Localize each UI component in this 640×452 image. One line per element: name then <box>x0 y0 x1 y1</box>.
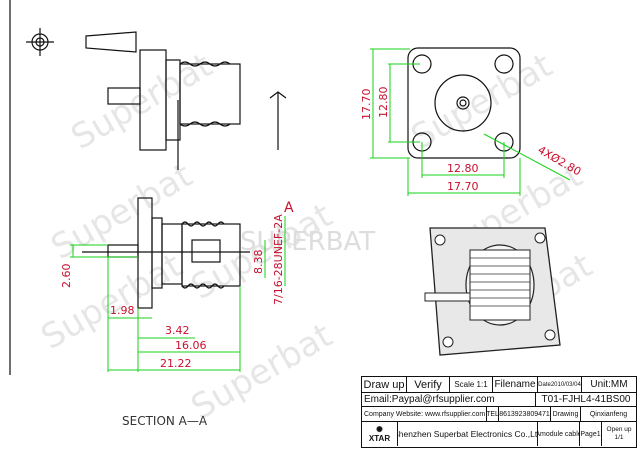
side-view <box>107 49 287 170</box>
filename-label: Filename <box>493 377 538 392</box>
watermark: Superbat <box>405 45 560 157</box>
dim-inner-dia: 8.38 <box>252 250 265 275</box>
dim-overall-length: 21.22 <box>160 357 192 370</box>
scale: Scale 1:1 <box>450 377 493 392</box>
date: Date2010/03/04 <box>538 377 582 392</box>
tel: 8613923809471 <box>499 407 551 421</box>
dim-flange-width: 17.70 <box>447 180 479 193</box>
open-up-label: Open up <box>606 426 632 433</box>
watermark: Superbat <box>65 45 220 157</box>
watermark: Superbat <box>45 155 200 267</box>
dim-hole-spacing-v: 12.80 <box>377 87 390 119</box>
watermark-logo: SUPERBAT <box>240 227 375 257</box>
xtar-logo: ✺XTAR <box>362 422 398 446</box>
section-label: SECTION A—A <box>122 414 208 428</box>
drawing-label: Drawing <box>551 407 581 421</box>
dim-thread: 7/16-28UNEF-2A <box>272 214 285 305</box>
verify-label: Verify <box>407 377 450 392</box>
dim-body-step: 3.42 <box>165 324 190 337</box>
watermark: Superbat <box>185 315 340 427</box>
section-view <box>82 197 250 309</box>
dim-flange-height: 17.70 <box>360 89 373 121</box>
dim-body-length: 16.06 <box>175 339 207 352</box>
company-name: Shenzhen Superbat Electronics Co.,Ltd <box>398 422 538 446</box>
page: Page1 <box>580 422 602 446</box>
front-view <box>407 47 521 159</box>
product-render <box>424 227 561 356</box>
product: Amodule cable <box>538 422 580 446</box>
tel-label: TEL <box>487 407 499 421</box>
email: Email:Paypal@rfsupplier.com <box>362 393 536 406</box>
logo-text: XTAR <box>368 434 391 443</box>
company-website: Company Website: www.rfsupplier.com <box>362 407 487 421</box>
projection-symbol <box>26 28 137 56</box>
section-marker: A <box>284 200 294 216</box>
unit: Unit:MM <box>590 379 628 390</box>
filename: T01-FJHL4-41BS00 <box>541 394 631 405</box>
dim-pin-dia: 2.60 <box>60 264 73 289</box>
draw-up-label: Draw up <box>362 377 407 392</box>
open-up-value: 1/1 <box>614 434 624 441</box>
dim-hole-spacing-h: 12.80 <box>447 162 479 175</box>
drawer: Qinxianfeng <box>589 410 628 418</box>
watermark: Superbat <box>35 245 190 357</box>
logo-icon: ✺ <box>376 425 383 434</box>
dim-flange-thickness: 1.98 <box>110 304 135 317</box>
section-dimensions: 2.60 1.98 3.42 16.06 21.22 8.38 7/16-28U… <box>60 200 294 372</box>
title-block: Draw up Verify Scale 1:1 Filename Date20… <box>361 376 637 448</box>
